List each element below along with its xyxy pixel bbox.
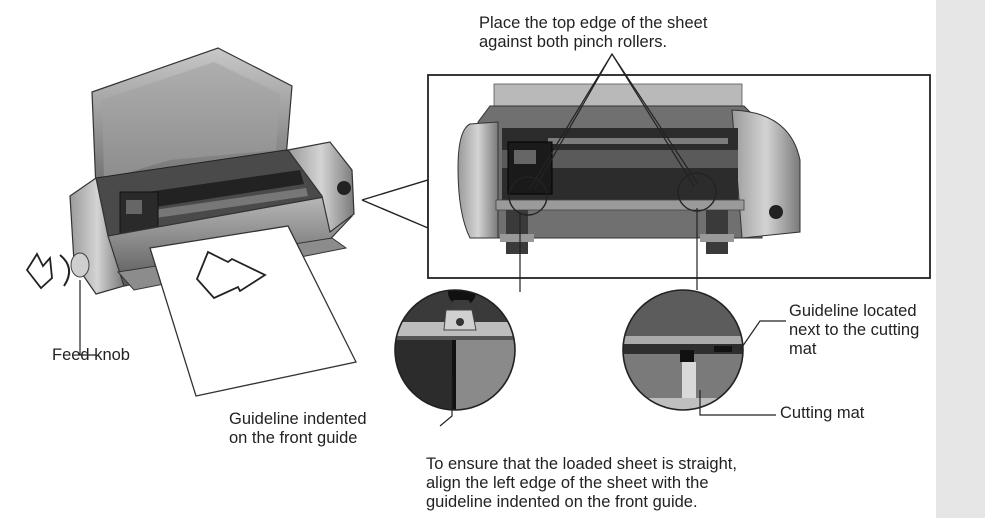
top-instruction: Place the top edge of the sheet against … <box>479 14 707 52</box>
left-roller-closeup <box>394 289 516 411</box>
bottom-instruction-line-3: guideline indented on the front guide. <box>426 493 698 511</box>
guideline-front-line-2: on the front guide <box>229 429 358 447</box>
cutting-mat-leader-line <box>699 390 776 416</box>
feed-knob-leader-line <box>79 280 96 356</box>
front-view-inset <box>361 52 931 292</box>
bottom-instruction-line-2: align the left edge of the sheet with th… <box>426 474 709 492</box>
cutting-mat-label: Cutting mat <box>780 404 865 422</box>
rotation-arrow-icon <box>25 252 71 290</box>
bottom-instruction-line-1: To ensure that the loaded sheet is strai… <box>426 455 737 473</box>
top-instruction-line-2: against both pinch rollers. <box>479 33 668 51</box>
guideline-front-label: Guideline indented on the front guide <box>229 410 367 448</box>
feed-direction-arrow <box>195 250 267 300</box>
feed-knob-label: Feed knob <box>52 346 130 364</box>
top-instruction-line-1: Place the top edge of the sheet <box>479 14 708 32</box>
printer-loading-diagram <box>25 47 931 427</box>
guideline-front-line-1: Guideline indented <box>229 410 367 428</box>
guideline-right-leader-line <box>739 320 786 351</box>
right-sidebar-panel <box>936 0 985 518</box>
right-roller-closeup <box>622 289 744 411</box>
guideline-right-line-2: next to the cutting <box>789 321 920 339</box>
guideline-front-leader-line <box>439 376 453 427</box>
guideline-right-line-1: Guideline located <box>789 302 917 320</box>
guideline-right-line-3: mat <box>789 340 817 358</box>
bottom-instruction: To ensure that the loaded sheet is strai… <box>426 455 737 512</box>
guideline-right-label: Guideline located next to the cutting ma… <box>789 302 919 359</box>
